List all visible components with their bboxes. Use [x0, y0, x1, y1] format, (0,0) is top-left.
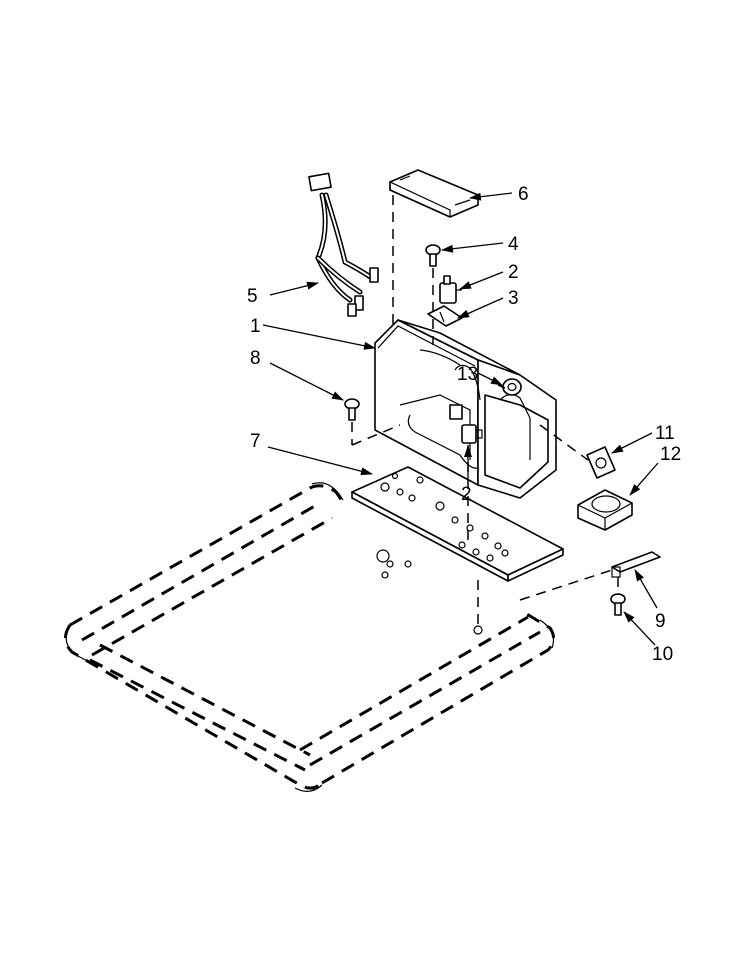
callout-2-upper: 2 — [508, 262, 519, 283]
wire-harness-part[interactable] — [308, 172, 379, 317]
thermistor-part[interactable] — [502, 378, 522, 396]
callout-10: 10 — [652, 644, 673, 665]
knob-housing-part[interactable] — [577, 489, 633, 531]
screw-part-4[interactable] — [425, 244, 441, 267]
bracket-part-9[interactable] — [611, 551, 661, 578]
callout-12: 12 — [660, 444, 681, 465]
callout-13: 13 — [457, 364, 478, 385]
mounting-plate-part[interactable] — [351, 466, 564, 582]
callout-6: 6 — [518, 184, 529, 205]
switch-part-lower[interactable] — [461, 424, 483, 444]
switch-part-upper[interactable] — [439, 275, 462, 304]
callout-11: 11 — [655, 423, 675, 444]
callout-4: 4 — [508, 234, 519, 255]
leader-arrows — [262, 192, 659, 646]
screw-part-10[interactable] — [610, 593, 626, 616]
cover-part[interactable] — [389, 169, 479, 218]
callout-2-lower: 2 — [461, 484, 472, 505]
callout-3: 3 — [508, 288, 519, 309]
console-bracket-part[interactable] — [374, 319, 557, 499]
mounting-bracket-part-11[interactable] — [586, 446, 616, 479]
callout-1: 1 — [250, 316, 261, 337]
screw-part-8[interactable] — [344, 398, 360, 421]
callout-9: 9 — [655, 611, 666, 632]
callout-7: 7 — [250, 431, 261, 452]
callout-5: 5 — [247, 286, 258, 307]
callout-8: 8 — [250, 348, 261, 369]
assembly-lines — [351, 195, 619, 625]
cabinet-frame — [64, 482, 555, 792]
callout-labels: 6 4 2 3 5 1 8 13 2 7 11 12 9 10 — [247, 184, 681, 665]
